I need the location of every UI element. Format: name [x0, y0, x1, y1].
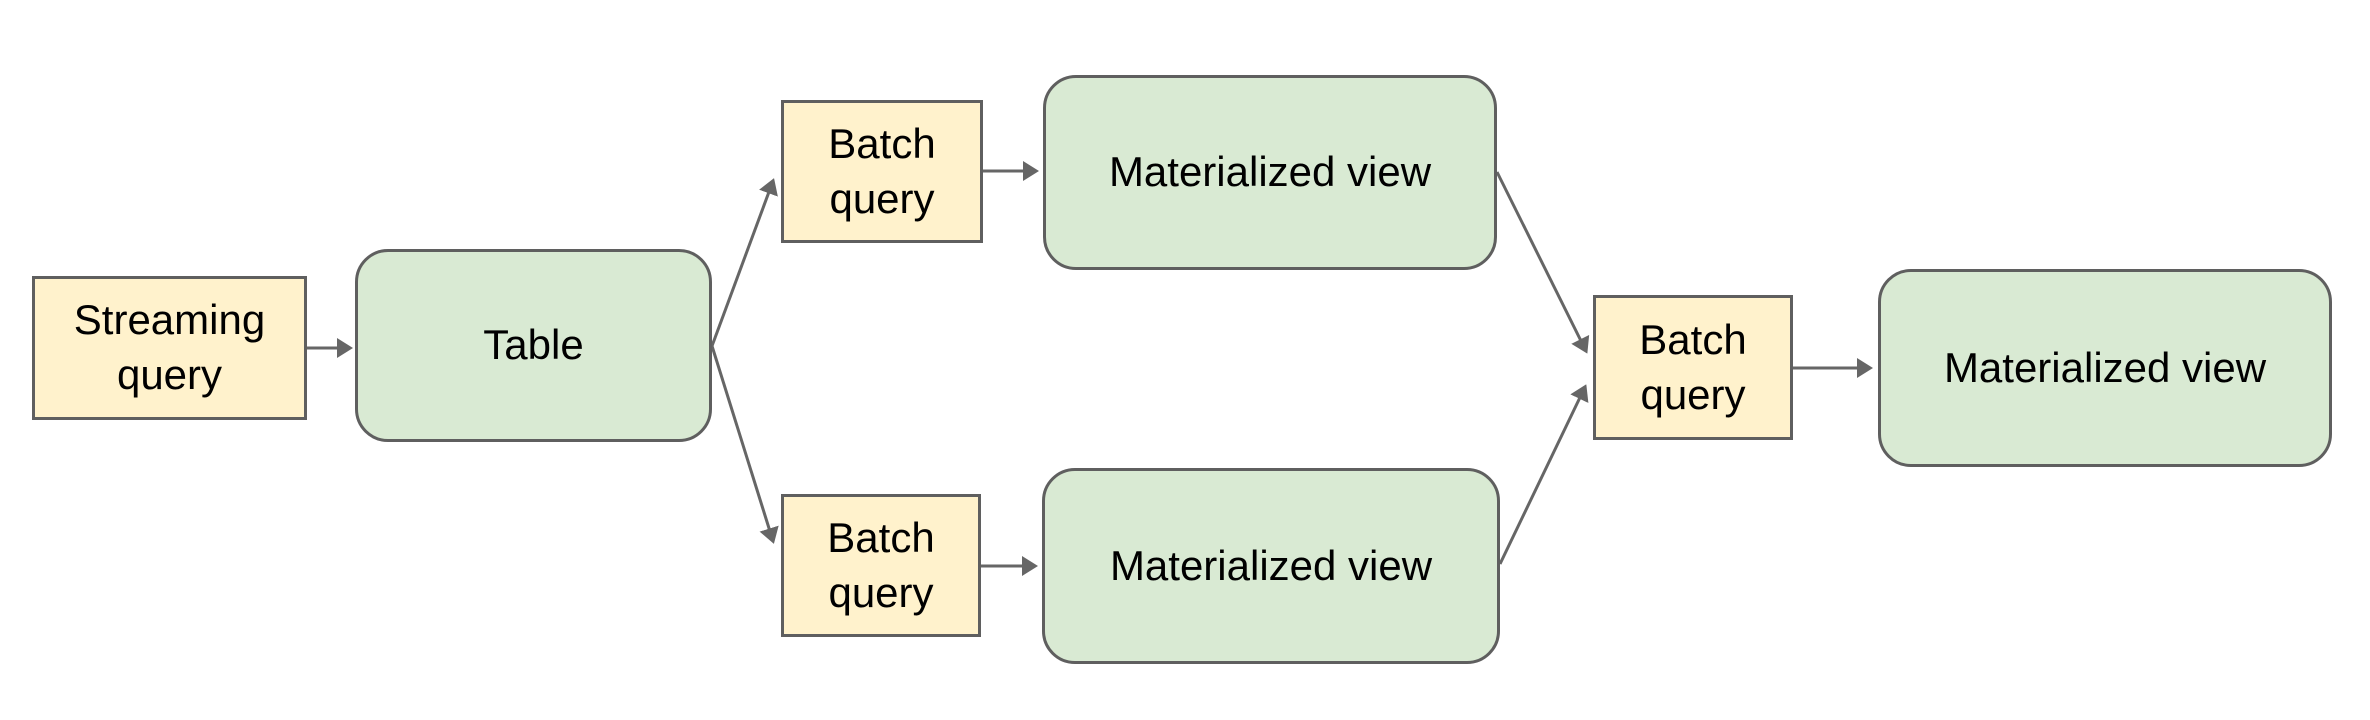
node-materialized-view-bottom-label: Materialized view — [1109, 541, 1433, 589]
node-streaming-query: Streaming query — [32, 276, 307, 420]
node-streaming-query-label: Streaming query — [73, 296, 266, 398]
node-batch-query-right: Batch query — [1593, 295, 1793, 440]
node-materialized-view-final: Materialized view — [1878, 269, 2332, 467]
node-materialized-view-top-label: Materialized view — [1108, 148, 1432, 196]
node-batch-query-top: Batch query — [781, 100, 983, 243]
node-materialized-view-final-label: Materialized view — [1943, 343, 2267, 391]
edge-mv-top-to-batch-right — [1495, 171, 1590, 354]
node-batch-query-top-label: Batch query — [828, 119, 936, 222]
node-batch-query-bottom-label: Batch query — [827, 513, 935, 616]
node-batch-query-bottom: Batch query — [781, 494, 981, 637]
edge-mv-bottom-to-batch-right — [1498, 384, 1589, 565]
edge-table-to-batch-bottom — [710, 345, 779, 544]
node-materialized-view-bottom: Materialized view — [1042, 468, 1500, 664]
node-table-label: Table — [483, 321, 584, 369]
node-table: Table — [355, 249, 712, 442]
node-materialized-view-top: Materialized view — [1043, 75, 1497, 270]
node-batch-query-right-label: Batch query — [1639, 315, 1747, 418]
edge-table-to-batch-top — [710, 178, 778, 347]
